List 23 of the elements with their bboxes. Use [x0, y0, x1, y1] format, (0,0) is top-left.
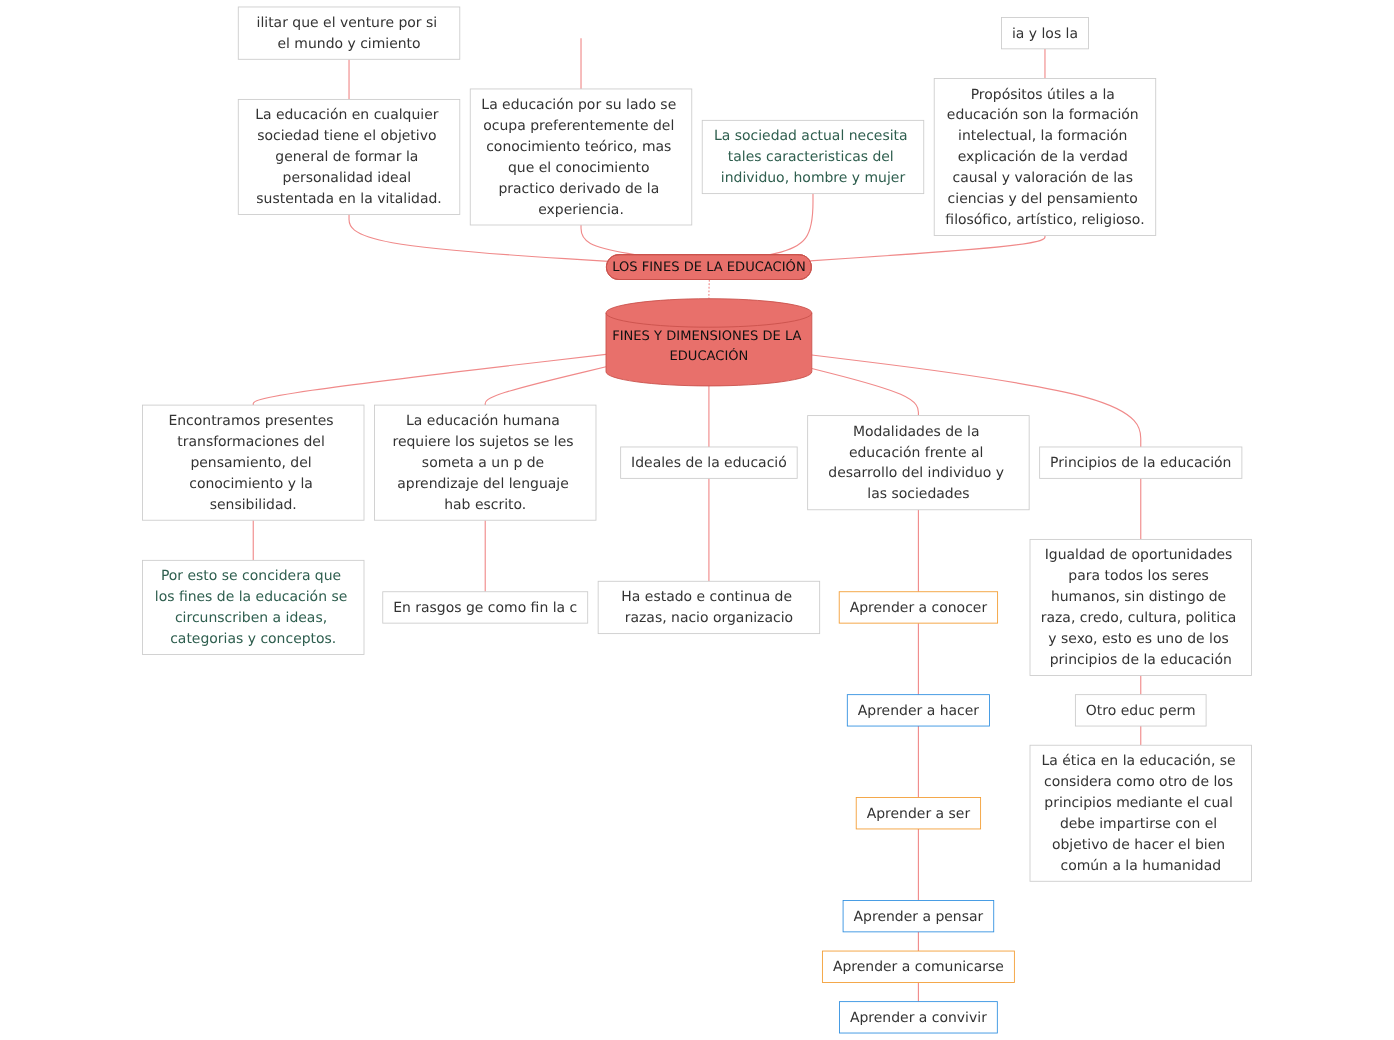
- connector: [917, 725, 919, 799]
- connector: [580, 37, 582, 90]
- connector: [484, 366, 607, 406]
- connector: [708, 385, 710, 448]
- connector: [348, 58, 350, 100]
- connector: [917, 981, 919, 1003]
- connector: [917, 622, 919, 696]
- connector: [809, 234, 1046, 262]
- connector: [708, 477, 710, 582]
- connector: [917, 828, 919, 902]
- connector: [252, 353, 607, 406]
- connector: [1044, 48, 1046, 80]
- connector: [1140, 725, 1142, 746]
- connector: [708, 279, 710, 300]
- connector: [484, 519, 486, 593]
- connector: [348, 213, 610, 262]
- connector: [917, 509, 919, 593]
- connector: [917, 931, 919, 952]
- connector: [252, 519, 254, 561]
- connector: [1140, 674, 1142, 696]
- connector: [811, 354, 1142, 448]
- connector: [1140, 477, 1142, 540]
- connector: [811, 367, 919, 417]
